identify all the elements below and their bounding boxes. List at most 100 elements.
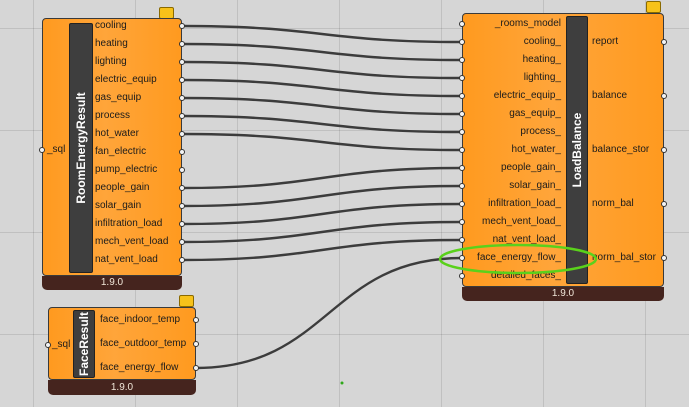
input-port-hot-water[interactable] — [459, 147, 465, 153]
input-label-process: process_ — [520, 126, 561, 137]
output-port-face-outdoor-temp[interactable] — [193, 341, 199, 347]
component-nickname-strip[interactable]: FaceResult — [73, 310, 95, 378]
input-port-rooms-model[interactable] — [459, 21, 465, 27]
output-label-norm-bal: norm_bal — [592, 198, 634, 209]
input-label-solar-gain: solar_gain_ — [509, 180, 561, 191]
component-footer: 1.9.0 — [462, 287, 664, 301]
output-port-lighting[interactable] — [179, 59, 185, 65]
input-label-rooms-model: _rooms_model — [494, 18, 561, 29]
component-title: LoadBalance — [570, 112, 584, 188]
wire-mech-vent-load[interactable] — [181, 220, 463, 244]
output-port-electric-equip[interactable] — [179, 77, 185, 83]
output-label-pump-electric: pump_electric — [95, 164, 158, 175]
output-port-mech-vent-load[interactable] — [179, 239, 185, 245]
output-label-process: process — [95, 110, 131, 121]
output-port-process[interactable] — [179, 113, 185, 119]
wire-cooling[interactable] — [181, 24, 463, 44]
wire-electric-equip[interactable] — [181, 78, 463, 98]
wire-hot-water[interactable] — [181, 132, 463, 152]
message-flag-icon[interactable] — [646, 1, 661, 13]
output-label-solar-gain: solar_gain — [95, 200, 142, 211]
output-port-norm-bal-stor[interactable] — [661, 255, 667, 261]
input-label-sql: _sql — [52, 339, 71, 350]
output-label-people-gain: people_gain — [95, 182, 150, 193]
output-port-people-gain[interactable] — [179, 185, 185, 191]
output-port-pump-electric[interactable] — [179, 167, 185, 173]
output-label-nat-vent-load: nat_vent_load — [95, 254, 158, 265]
output-port-face-indoor-temp[interactable] — [193, 317, 199, 323]
input-port-lighting[interactable] — [459, 75, 465, 81]
message-flag-icon[interactable] — [179, 295, 194, 307]
component-footer: 1.9.0 — [42, 276, 182, 290]
input-label-cooling: cooling_ — [523, 36, 561, 47]
input-port-mech-vent-load[interactable] — [459, 219, 465, 225]
component-title: RoomEnergyResult — [74, 92, 88, 204]
output-label-report: report — [592, 36, 619, 47]
wire-process[interactable] — [181, 114, 463, 134]
wire-people-gain[interactable] — [181, 166, 463, 190]
output-port-gas-equip[interactable] — [179, 95, 185, 101]
input-port-gas-equip[interactable] — [459, 111, 465, 117]
face-result-component[interactable]: FaceResult _sql face_indoor_temp face_out… — [45, 295, 199, 395]
version-label: 1.9.0 — [100, 277, 124, 288]
output-label-cooling: cooling — [95, 20, 127, 31]
version-label: 1.9.0 — [110, 382, 134, 393]
input-port-process[interactable] — [459, 129, 465, 135]
input-label-detailed-faces: detailed_faces_ — [490, 270, 561, 281]
output-port-norm-bal[interactable] — [661, 201, 667, 207]
input-label-heating: heating_ — [522, 54, 561, 65]
output-label-balance-stor: balance_stor — [592, 144, 650, 155]
output-port-balance[interactable] — [661, 93, 667, 99]
wire-heating[interactable] — [181, 42, 463, 62]
input-port-cooling[interactable] — [459, 39, 465, 45]
output-port-report[interactable] — [661, 39, 667, 45]
output-port-nat-vent-load[interactable] — [179, 257, 185, 263]
input-port-electric-equip[interactable] — [459, 93, 465, 99]
wire-lighting[interactable] — [181, 60, 463, 80]
output-label-face-indoor-temp: face_indoor_temp — [100, 314, 181, 325]
output-port-infiltration-load[interactable] — [179, 221, 185, 227]
input-label-electric-equip: electric_equip_ — [493, 90, 561, 101]
output-port-heating[interactable] — [179, 41, 185, 47]
wire-infiltration-load[interactable] — [181, 202, 463, 226]
input-label-sql: _sql — [47, 144, 66, 155]
input-port-heating[interactable] — [459, 57, 465, 63]
output-port-balance-stor[interactable] — [661, 147, 667, 153]
output-label-face-outdoor-temp: face_outdoor_temp — [100, 338, 187, 349]
output-port-face-energy-flow[interactable] — [193, 365, 199, 371]
output-label-hot-water: hot_water — [95, 128, 139, 139]
wire-nat-vent-load[interactable] — [181, 238, 463, 262]
input-label-nat-vent-load: nat_vent_load_ — [492, 234, 561, 245]
input-port-solar-gain[interactable] — [459, 183, 465, 189]
input-label-people-gain: people_gain_ — [500, 162, 561, 173]
output-label-face-energy-flow: face_energy_flow — [100, 362, 179, 373]
component-nickname-strip[interactable]: LoadBalance — [566, 16, 588, 284]
output-port-fan-electric[interactable] — [179, 149, 185, 155]
wire-face-energy-flow[interactable] — [195, 256, 463, 370]
output-port-hot-water[interactable] — [179, 131, 185, 137]
input-port-infiltration-load[interactable] — [459, 201, 465, 207]
input-label-lighting: lighting_ — [523, 72, 561, 83]
input-port-detailed-faces[interactable] — [459, 273, 465, 279]
component-title: FaceResult — [77, 311, 91, 377]
output-label-electric-equip: electric_equip — [95, 74, 157, 85]
output-label-balance: balance — [592, 90, 628, 101]
wire-solar-gain[interactable] — [181, 184, 463, 208]
version-label: 1.9.0 — [551, 288, 575, 299]
input-port-nat-vent-load[interactable] — [459, 237, 465, 243]
input-port-face-energy-flow[interactable] — [459, 255, 465, 261]
input-port-sql[interactable] — [45, 342, 51, 348]
output-port-cooling[interactable] — [179, 23, 185, 29]
input-label-gas-equip: gas_equip_ — [509, 108, 561, 119]
output-label-norm-bal-stor: norm_bal_stor — [592, 252, 656, 263]
output-port-solar-gain[interactable] — [179, 203, 185, 209]
output-label-gas-equip: gas_equip — [95, 92, 142, 103]
load-balance-component[interactable]: ↓ LoadBalance _rooms_modelcooling_heatin… — [459, 1, 667, 301]
input-port-people-gain[interactable] — [459, 165, 465, 171]
input-port-sql[interactable] — [39, 147, 45, 153]
wire-gas-equip[interactable] — [181, 96, 463, 116]
component-nickname-strip[interactable]: RoomEnergyResult — [69, 23, 93, 273]
input-label-face-energy-flow: face_energy_flow_ — [477, 252, 561, 263]
